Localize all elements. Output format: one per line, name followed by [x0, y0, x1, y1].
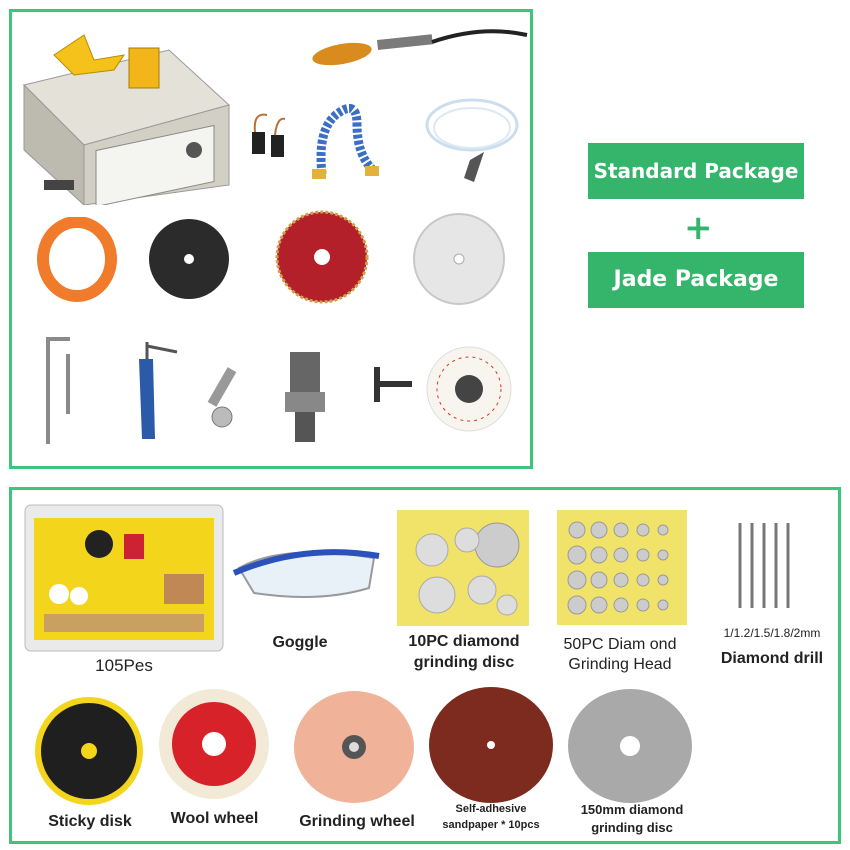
carbon-brushes — [252, 113, 286, 157]
arbor-adapter — [207, 367, 237, 428]
goggle-label: Goggle — [272, 634, 328, 651]
silver-diamond-disc — [413, 213, 505, 305]
cloth-buffing-wheel — [426, 346, 512, 432]
sandpaper-disc — [429, 687, 553, 803]
table-saw-machine — [23, 34, 231, 205]
plus-sign: + — [684, 208, 713, 248]
black-grinding-wheel — [149, 219, 229, 299]
wool-label: Wool wheel — [170, 810, 259, 827]
diamond150-label-line1: 150mm diamond — [580, 802, 684, 817]
hex-key — [46, 337, 70, 444]
accessory-kit-tray — [24, 504, 224, 652]
jade-package-panel: 105Pes Goggle 10PC diamond grinding disc… — [9, 487, 841, 844]
diamond-drill-bits — [738, 523, 790, 608]
red-saw-blade — [275, 210, 369, 304]
drill-chuck — [285, 352, 325, 442]
kit-label: 105Pes — [95, 656, 153, 675]
coolant-hose — [312, 103, 379, 179]
flexible-shaft — [312, 29, 528, 66]
chuck-key — [374, 367, 412, 402]
water-tube — [425, 98, 519, 182]
jade-package-badge: Jade Package — [588, 252, 804, 308]
grinding-wheel — [294, 691, 414, 803]
sandpaper-label-line1: Self-adhesive — [455, 803, 527, 815]
safety-goggle — [232, 549, 380, 598]
head50-label-line2: Grinding Head — [568, 656, 672, 673]
grinding-label: Grinding wheel — [299, 813, 415, 830]
diamond-disc-set — [397, 510, 529, 626]
grinding-head-set — [557, 510, 687, 625]
standard-package-badge: Standard Package — [588, 143, 804, 199]
disc10-label-line2: grinding disc — [413, 654, 515, 671]
handle-tool — [139, 342, 178, 439]
wool-wheel — [159, 689, 269, 799]
diamond150-label-line2: grinding disc — [591, 820, 673, 835]
rubber-band — [37, 217, 117, 302]
diamond-disc-150mm — [568, 689, 692, 803]
head50-label-line1: 50PC Diam ond — [563, 636, 677, 653]
disc10-label-line1: 10PC diamond — [408, 633, 520, 650]
sticky-label: Sticky disk — [48, 813, 132, 830]
sandpaper-label-line2: sandpaper * 10pcs — [442, 819, 540, 831]
drill-label: Diamond drill — [720, 650, 824, 667]
standard-package-panel — [9, 9, 533, 469]
drill-sizes-label: 1/1.2/1.5/1.8/2mm — [723, 626, 821, 640]
sticky-disk — [35, 697, 143, 805]
